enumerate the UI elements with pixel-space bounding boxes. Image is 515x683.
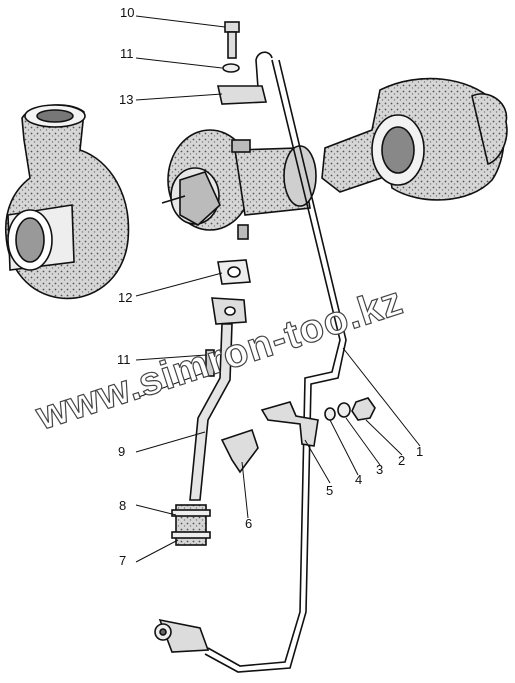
- flat-washer: [337, 402, 351, 418]
- clip: [220, 428, 259, 474]
- bolt: [224, 21, 240, 59]
- spring-washer: [324, 407, 336, 421]
- bracket: [260, 401, 319, 447]
- label-8: 8: [119, 498, 126, 513]
- hose-and-clamps: [171, 504, 211, 546]
- label-1: 1: [416, 444, 423, 459]
- label-11-mid: 11: [117, 352, 131, 367]
- label-5: 5: [326, 483, 333, 498]
- flange-top: [217, 85, 268, 105]
- label-3: 3: [376, 462, 383, 477]
- label-4: 4: [355, 472, 362, 487]
- compressor-housing: [321, 77, 508, 201]
- label-7: 7: [119, 553, 126, 568]
- gasket: [217, 259, 251, 285]
- label-11-top: 11: [120, 46, 134, 61]
- drain-pipe: [189, 297, 247, 501]
- label-9: 9: [118, 444, 125, 459]
- leader-lines: [135, 15, 421, 563]
- pipe-end-fitting: [154, 618, 210, 653]
- label-10: 10: [120, 5, 134, 20]
- turbine-housing: [4, 104, 130, 300]
- oil-pipe: [207, 51, 341, 667]
- label-6: 6: [245, 516, 252, 531]
- label-2: 2: [398, 453, 405, 468]
- turbocharger-cartridge: [161, 129, 317, 240]
- label-12: 12: [118, 290, 132, 305]
- bolt-lower: [205, 349, 215, 377]
- nut: [351, 397, 376, 421]
- washer-top: [222, 63, 240, 73]
- label-13: 13: [119, 92, 133, 107]
